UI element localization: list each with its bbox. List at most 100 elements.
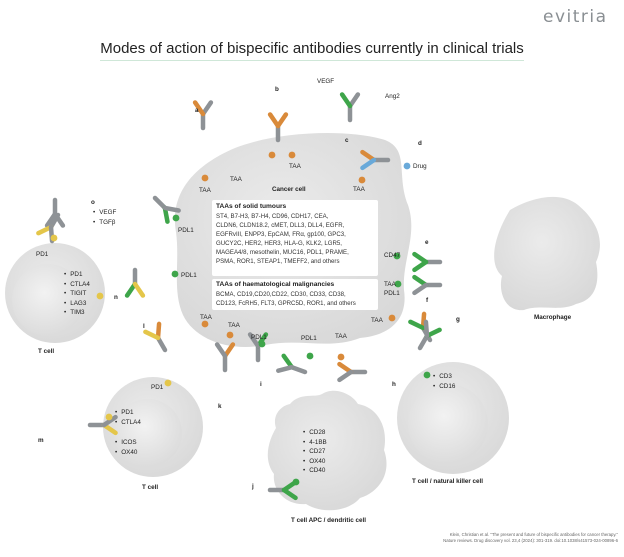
antibody-arm	[143, 329, 161, 341]
diagram-title: Modes of action of bispecific antibodies…	[100, 40, 524, 57]
haem-taa-line: CD123, FcRH5, FLT3, GPRC5D, ROR1, and ot…	[216, 300, 356, 308]
ang2-label: Ang2	[385, 93, 400, 100]
antibody-arm	[423, 319, 430, 339]
letter-b: b	[275, 86, 279, 93]
marker-item: CD40	[303, 466, 327, 476]
evitria-logo: evitria	[543, 7, 608, 27]
marker-item: OX40	[303, 457, 327, 467]
title-divider	[100, 60, 524, 61]
solid-taa-heading: TAAs of solid tumours	[216, 203, 287, 210]
cd47-label: CD47	[384, 252, 401, 259]
marker-item: TIM3	[64, 308, 90, 318]
taa-label: TAA	[230, 176, 242, 183]
marker-item: CD28	[303, 428, 327, 438]
antibody-arm	[412, 282, 429, 296]
antigen-dot	[268, 151, 276, 159]
antibody-arm	[162, 205, 181, 213]
nk-markers: CD3 CD16	[433, 372, 455, 391]
antigen-dot	[226, 331, 234, 339]
antigen-dot	[337, 353, 345, 361]
antibody-arm	[192, 100, 206, 117]
antibody-arm	[267, 112, 281, 129]
antigen-dot	[306, 352, 314, 360]
t-cell-left-markers: PD1 CTLA4 TIGIT LAG3 TIM3	[64, 270, 90, 318]
antigen-dot	[201, 320, 209, 328]
letter-m: m	[38, 437, 44, 444]
letter-i: i	[260, 381, 262, 388]
marker-item: ICOS	[115, 438, 137, 448]
citation-line: Klein, Christian et al. "The present and…	[449, 532, 618, 537]
antibody-arm	[412, 259, 429, 273]
taa-label: TAA	[289, 163, 301, 170]
taa-label: TAA	[353, 186, 365, 193]
marker-item: TIGIT	[64, 289, 90, 299]
marker-item: PD1	[115, 408, 141, 418]
antigen-dot	[393, 252, 401, 260]
pdl1-label: PDL1	[301, 335, 317, 342]
marker-item: CTLA4	[64, 280, 90, 290]
antibody-arm	[101, 414, 118, 428]
antibody-arm	[132, 281, 146, 298]
t-cell-bottom-label: T cell	[142, 484, 159, 491]
o-targets: VEGF TGFβ	[93, 208, 116, 227]
marker-item: 4-1BB	[303, 438, 327, 448]
solid-taa-line: CLDN6, CLDN18.2, cMET, DLL3, DLL4, EGFR,	[216, 222, 345, 230]
antigen-dot	[172, 214, 180, 222]
solid-taa-line: ST4, B7-H3, B7-H4, CD96, CDH17, CEA,	[216, 213, 329, 220]
letter-a: a	[195, 107, 199, 114]
solid-taa-line: GUCY2C, HER2, HER3, HLA-G, KLK2, LGR5,	[216, 240, 342, 248]
taa-label: TAA	[384, 281, 396, 288]
antigen-dot	[201, 174, 209, 182]
marker-item: TGFβ	[93, 218, 116, 228]
antibody-arm	[152, 195, 168, 211]
antigen-dot	[164, 379, 172, 387]
marker-item: CD3	[433, 372, 455, 382]
macrophage-label: Macrophage	[534, 314, 572, 321]
haem-taa-box: TAAs of haematological malignancies BCMA…	[212, 279, 378, 310]
antigen-dot	[394, 280, 402, 288]
letter-l: l	[143, 323, 145, 330]
letter-k: k	[218, 403, 222, 410]
vegf-label: VEGF	[317, 78, 335, 85]
letter-h: h	[392, 381, 396, 388]
antigen-dot	[171, 270, 179, 278]
taa-label: TAA	[199, 187, 211, 194]
antigen-dot	[388, 314, 396, 322]
pdl1-label: PDL1	[181, 272, 197, 279]
antibody-arm	[289, 364, 308, 375]
citation-line: Nature reviews. Drug discovery vol. 23,4…	[443, 538, 618, 543]
taa-label: TAA	[371, 317, 383, 324]
pdl1-label: PDL1	[178, 227, 194, 234]
antibody-arm	[417, 333, 430, 351]
solid-taa-line: EGFRvIII, ENPP3, EpCAM, FRα, gp100, GPC3…	[216, 231, 346, 239]
drug-label: Drug	[413, 163, 427, 170]
antigen-dot	[358, 176, 366, 184]
apc-markers: CD28 4-1BB CD27 OX40 CD40	[303, 428, 327, 476]
nk-cell-label: T cell / natural killer cell	[412, 478, 484, 485]
solid-taa-box: TAAs of solid tumours ST4, B7-H3, B7-H4,…	[212, 200, 378, 276]
letter-j: j	[252, 483, 254, 490]
antigen-dot	[292, 478, 300, 486]
letter-e: e	[425, 239, 429, 246]
antibody-arm	[360, 157, 377, 171]
marker-item: CD16	[433, 382, 455, 392]
antibody-arm	[337, 369, 354, 383]
t-cell-left-label: T cell	[38, 348, 55, 355]
marker-item: PD1	[64, 270, 90, 280]
solid-taa-line: MAGEA4/8, mesothelin, MUC16, PDL1, PRAME…	[216, 249, 349, 257]
antibody-arm	[276, 364, 295, 373]
antigen-dot	[403, 162, 411, 170]
marker-item: LAG3	[64, 299, 90, 309]
letter-c: c	[345, 137, 349, 144]
pdl1-label: PDL1	[251, 334, 267, 341]
letter-n: n	[114, 294, 118, 301]
taa-label: TAA	[200, 314, 212, 321]
citation: Klein, Christian et al. "The present and…	[408, 532, 618, 544]
taa-label: TAA	[335, 333, 347, 340]
pd1-label: PD1	[151, 384, 164, 391]
antibody-arm	[48, 212, 61, 230]
antigen-dot	[105, 413, 113, 421]
letter-f: f	[426, 297, 429, 304]
marker-item: OX40	[115, 448, 137, 458]
antigen-dot	[258, 340, 266, 348]
